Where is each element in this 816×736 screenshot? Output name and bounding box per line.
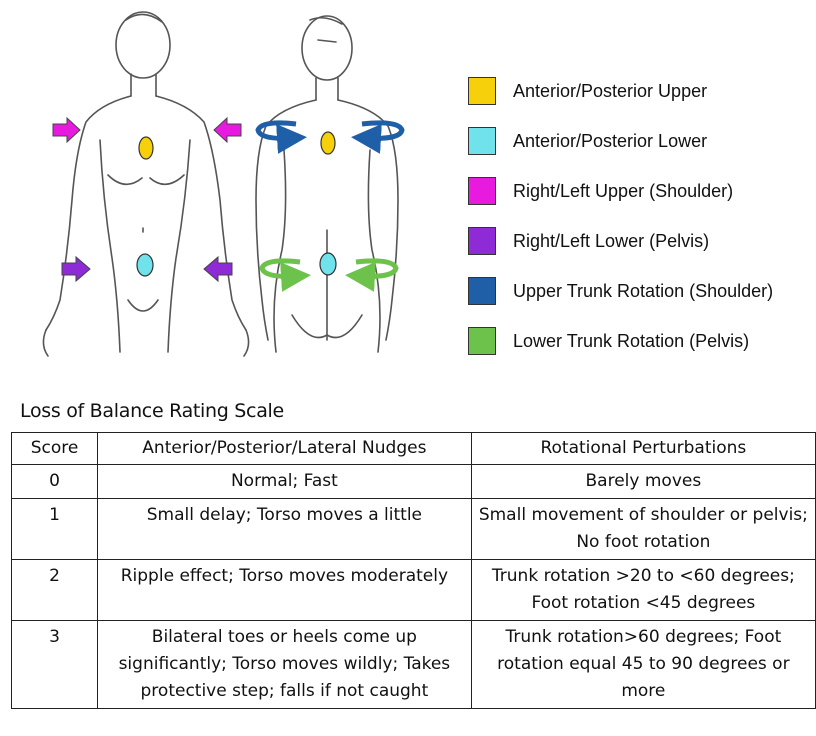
- table-row: 1 Small delay; Torso moves a little Smal…: [12, 499, 816, 560]
- magenta-swatch-icon: [468, 177, 496, 205]
- legend-label: Anterior/Posterior Lower: [513, 131, 707, 152]
- legend-item-upper-rotation: Upper Trunk Rotation (Shoulder): [468, 266, 814, 316]
- legend-item-ap-upper: Anterior/Posterior Upper: [468, 66, 814, 116]
- back-lower-oval-marker: [320, 253, 336, 275]
- legend-item-rl-lower: Right/Left Lower (Pelvis): [468, 216, 814, 266]
- legend-label: Right/Left Upper (Shoulder): [513, 181, 733, 202]
- nudges-cell: Small delay; Torso moves a little: [98, 499, 472, 560]
- front-lower-oval-marker: [137, 254, 153, 276]
- rotational-cell: Trunk rotation >20 to <60 degrees; Foot …: [471, 560, 815, 621]
- nudges-cell: Normal; Fast: [98, 465, 472, 499]
- score-cell: 3: [12, 621, 98, 709]
- score-cell: 0: [12, 465, 98, 499]
- table-header-row: Score Anterior/Posterior/Lateral Nudges …: [12, 433, 816, 465]
- back-body-figure: [256, 16, 398, 352]
- green-swatch-icon: [468, 327, 496, 355]
- lower-rotation-left-arrow: [262, 261, 300, 276]
- rotational-cell: Trunk rotation>60 degrees; Foot rotation…: [471, 621, 815, 709]
- blue-swatch-icon: [468, 277, 496, 305]
- back-upper-oval-marker: [321, 132, 335, 154]
- header-rotational: Rotational Perturbations: [471, 433, 815, 465]
- body-diagram: [0, 0, 450, 380]
- score-cell: 1: [12, 499, 98, 560]
- rotational-cell: Barely moves: [471, 465, 815, 499]
- left-shoulder-arrow: [53, 118, 80, 142]
- cyan-swatch-icon: [468, 127, 496, 155]
- yellow-swatch-icon: [468, 77, 496, 105]
- legend-label: Lower Trunk Rotation (Pelvis): [513, 331, 749, 352]
- scale-title: Loss of Balance Rating Scale: [20, 400, 284, 422]
- front-upper-oval-marker: [139, 137, 153, 159]
- legend: Anterior/Posterior Upper Anterior/Poster…: [468, 66, 814, 366]
- legend-label: Anterior/Posterior Upper: [513, 81, 707, 102]
- table-row: 2 Ripple effect; Torso moves moderately …: [12, 560, 816, 621]
- purple-swatch-icon: [468, 227, 496, 255]
- nudges-cell: Bilateral toes or heels come up signific…: [98, 621, 472, 709]
- table-row: 0 Normal; Fast Barely moves: [12, 465, 816, 499]
- score-cell: 2: [12, 560, 98, 621]
- legend-item-rl-upper: Right/Left Upper (Shoulder): [468, 166, 814, 216]
- upper-rotation-right-arrow: [362, 123, 402, 138]
- rotational-cell: Small movement of shoulder or pelvis; No…: [471, 499, 815, 560]
- legend-label: Upper Trunk Rotation (Shoulder): [513, 281, 773, 302]
- nudges-cell: Ripple effect; Torso moves moderately: [98, 560, 472, 621]
- table-row: 3 Bilateral toes or heels come up signif…: [12, 621, 816, 709]
- legend-item-ap-lower: Anterior/Posterior Lower: [468, 116, 814, 166]
- header-score: Score: [12, 433, 98, 465]
- legend-label: Right/Left Lower (Pelvis): [513, 231, 709, 252]
- right-shoulder-arrow: [214, 118, 241, 142]
- legend-item-lower-rotation: Lower Trunk Rotation (Pelvis): [468, 316, 814, 366]
- front-body-figure: [43, 12, 248, 356]
- rating-scale-table: Score Anterior/Posterior/Lateral Nudges …: [11, 432, 816, 709]
- header-nudges: Anterior/Posterior/Lateral Nudges: [98, 433, 472, 465]
